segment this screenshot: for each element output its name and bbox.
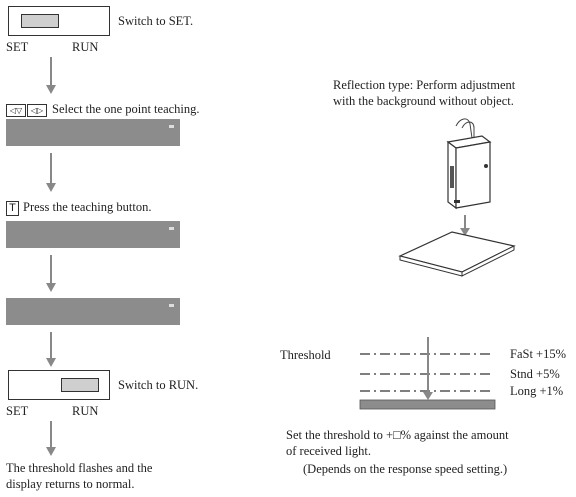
sensor-illustration [398,118,516,277]
switch-slider [21,14,59,28]
press-teaching-row: T Press the teaching button. [6,200,151,216]
down-arrow-4 [46,332,56,367]
down-arrow-1 [46,57,56,94]
note-line1: Set the threshold to +□% against the amo… [286,428,509,442]
final-note-line1: The threshold flashes and the [6,461,153,475]
lcd-text: 1 P t [35,249,90,264]
select-teaching-row: ◁▽◁▷ Select the one point teaching. [6,102,200,117]
set-label: SET [6,40,29,54]
threshold-label: Threshold [280,348,331,362]
lcd-indicator [169,304,174,307]
background-plate [398,231,516,273]
left-key-icon: ◁▽ [6,103,26,117]
note-line2: of received light. [286,444,372,458]
final-note-line2: display returns to normal. [6,477,135,491]
level-stnd: Stnd +5% [510,367,560,381]
set-label: SET [6,404,29,418]
lcd-display-2: 1 P t [6,221,180,264]
select-teaching-label: Select the one point teaching. [52,102,200,116]
level-long: Long +1% [510,384,564,398]
reflection-line2: with the background without object. [333,94,514,108]
sensor-body [446,135,492,210]
lcd-text: 1 P t g o o d [35,326,199,341]
down-arrow-2 [46,153,56,192]
press-teaching-label: Press the teaching button. [23,200,152,214]
switch-run-label: Switch to RUN. [118,378,199,392]
mode-switch-set [8,6,110,36]
mode-switch-run [8,370,110,400]
lcd-display-3: 1 P t g o o d [6,298,195,341]
level-fast: FaSt +15% [510,347,567,361]
received-light-bar [359,399,496,410]
threshold-diagram [359,337,496,410]
down-arrow-3 [46,255,56,292]
down-arrow-5 [46,421,56,456]
run-label: RUN [72,404,99,418]
right-key-icon: ◁▷ [27,103,47,117]
reflection-line1: Reflection type: Perform adjustment [333,78,516,92]
switch-slider [61,378,99,392]
lcd-display-1: 1 P t [6,119,180,162]
run-label: RUN [72,40,99,54]
teaching-button-icon: T [6,201,19,216]
lcd-text: 1 P t [35,147,90,162]
lcd-indicator [169,227,174,230]
lcd-indicator [169,125,174,128]
switch-set-label: Switch to SET. [118,14,194,28]
note-line3: (Depends on the response speed setting.) [303,462,508,476]
